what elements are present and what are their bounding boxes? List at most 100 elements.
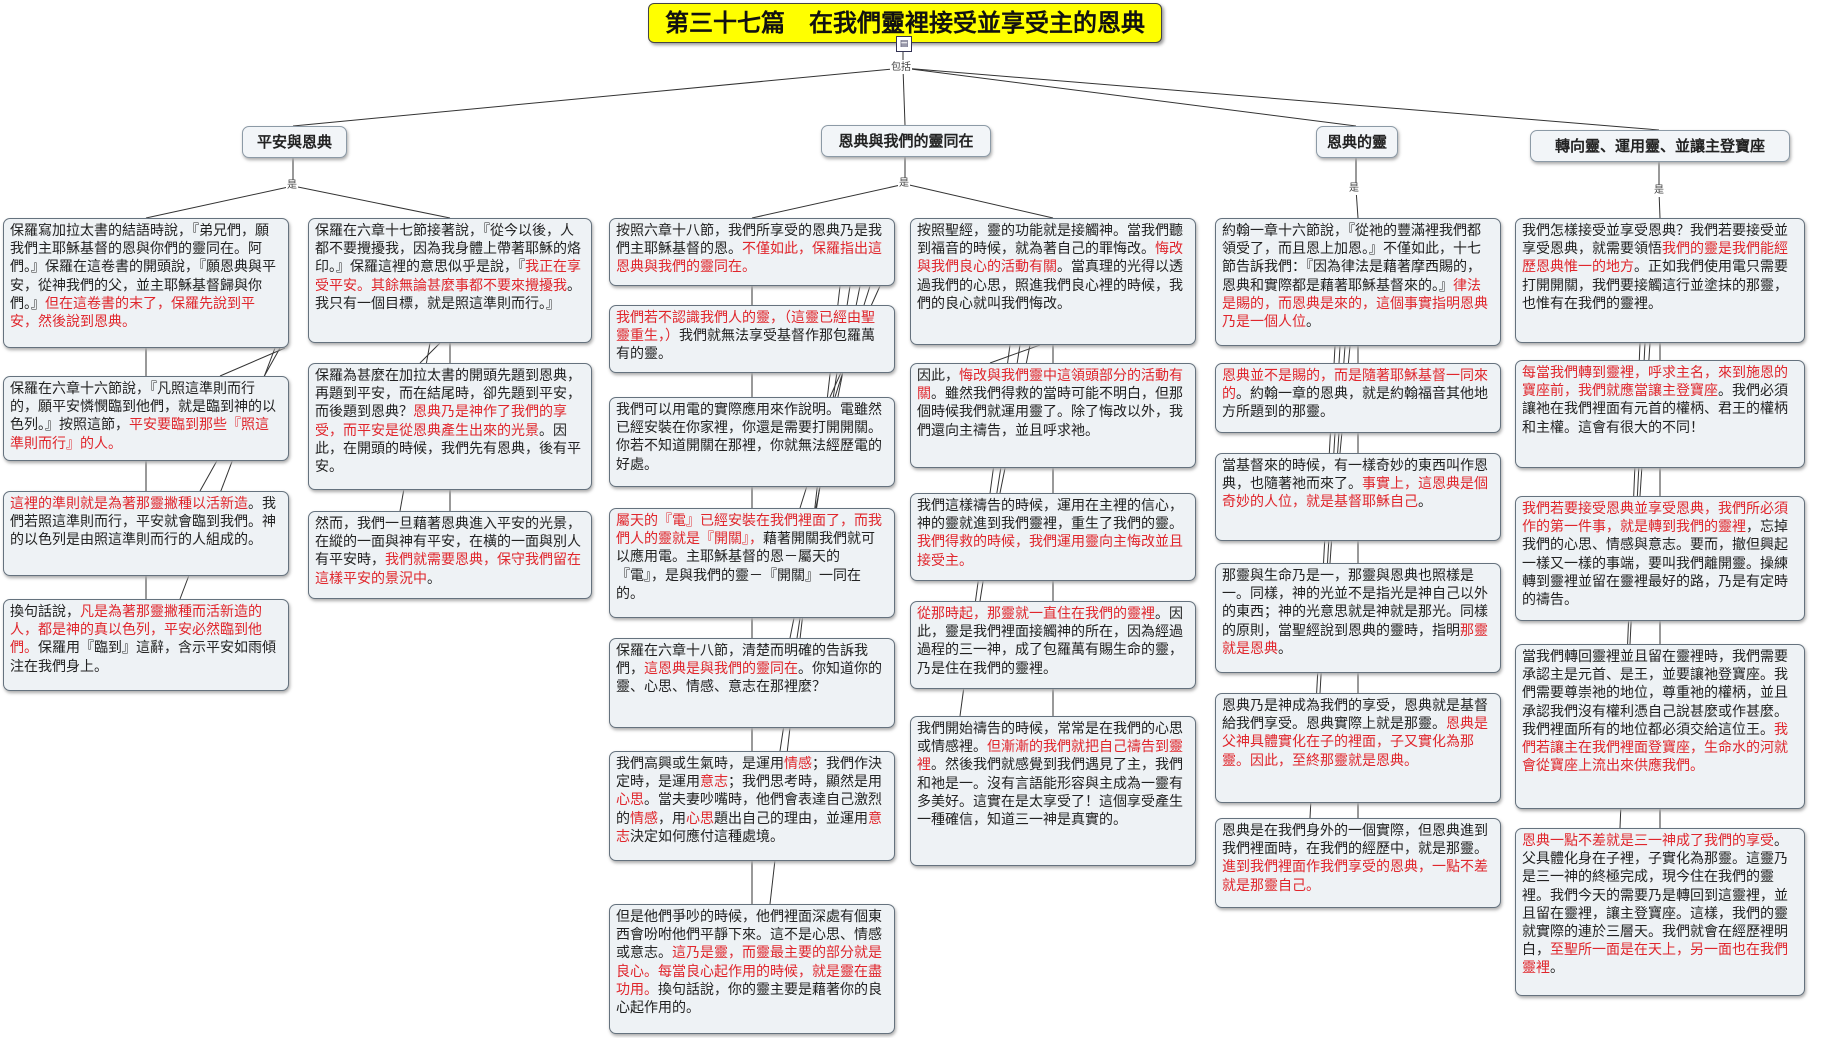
highlight-text: 悔改與我們靈中這領頭部分的活動有關	[917, 368, 1183, 403]
note-text: 。因此，靈是我們裡面接觸神的所在，因為經過過程的三一神，成了包羅萬有賜生命的靈，…	[917, 606, 1183, 677]
highlight-text: 我正在享受平安。其餘無論甚麼事都不要來攪擾我	[315, 259, 581, 294]
note-text: ，忘掉我們的心思、情感與意志。要而，撤但興起一樣又一樣的事端，要叫我們離開靈。操…	[1522, 519, 1788, 609]
note-card[interactable]: 我們這樣禱告的時候，運用在主裡的信心，神的靈就進到我們靈裡，重生了我們的靈。我們…	[910, 493, 1196, 581]
highlight-text: 心思	[686, 810, 714, 827]
note-text: 。	[1306, 314, 1320, 331]
highlight-text: 我們得救的時候，我們運用靈向主悔改並且接受主。	[917, 534, 1183, 569]
branch-grace-with-spirit[interactable]: 恩典與我們的靈同在	[821, 125, 991, 157]
note-card[interactable]: 恩典一點不差就是三一神成了我們的享受。父具體化身在子裡，子實化為那靈。這靈乃是三…	[1515, 828, 1805, 996]
highlight-text: 這恩典是與我們的靈同在	[644, 661, 798, 678]
highlight-text: 但在這卷書的末了，保羅先說到平安，然後說到恩典。	[10, 295, 255, 331]
note-text: 保羅在六章十七節接著說，『從今以後，人都不要攪擾我，因為我身體上帶著耶穌的烙印。…	[315, 223, 581, 276]
note-card[interactable]: 這裡的準則就是為著那靈撇種以活新造。我們若照這準則而行，平安就會臨到我們。神的以…	[3, 491, 289, 576]
highlight-text: 每當我們轉到靈裡，呼求主名，來到施恩的寶座前，我們就應當讓主登寶座	[1522, 365, 1788, 400]
note-card[interactable]: 按照聖經，靈的功能就是接觸神。當我們聽到福音的時候，就為著自己的罪悔改。悔改與我…	[910, 218, 1196, 345]
note-text: 因此，	[917, 368, 959, 384]
branch-spirit-of-grace[interactable]: 恩典的靈	[1316, 126, 1398, 158]
highlight-text: 我們的靈是我們能經歷恩典惟一的地方	[1522, 241, 1788, 276]
note-text: 但是他們爭吵的時候，他們裡面深處有個東西會吩咐他們平靜下來。這不是心思、情感或意…	[616, 909, 882, 962]
note-text: 然而，我們一旦藉著恩典進入平安的光景，在縱的一面與神有平安，在橫的一面與別人有平…	[315, 516, 581, 569]
highlight-text: 情感	[630, 810, 658, 827]
branch-peace-and-grace[interactable]: 平安與恩典	[242, 126, 347, 158]
note-text: 恩典是在我們身外的一個實際，但恩典進到我們裡面時，在我們的經歷中，就是那靈。	[1222, 823, 1488, 858]
note-text: 。父具體化身在子裡，子實化為那靈。這靈乃是三一神的終極完成，現今住在我們的靈裡。…	[1522, 833, 1788, 959]
link-label: 是	[1653, 185, 1665, 197]
note-text: ；我們思考時，顯然是用	[728, 774, 882, 791]
note-text: 。你知道你的靈、心思、情感、意志在那裡麼？	[616, 661, 882, 696]
note-text: 藉著開關我們就可以應用電。主耶穌基督的恩－屬天的『電』，是與我們的靈－『開關』一…	[616, 531, 875, 602]
note-text: 約翰一章十六節說，『從祂的豐滿裡我們都領受了，而且恩上加恩。』不僅如此，十七節告…	[1222, 223, 1481, 294]
note-text: 。	[1278, 640, 1292, 657]
note-text: 按照六章十八節，我們所享受的恩典乃是我們主耶穌基督的恩。	[616, 223, 882, 258]
hub-label: 包括	[890, 62, 912, 74]
highlight-text: 但漸漸的我們就把自己禱告到靈裡	[917, 739, 1183, 774]
highlight-text: 我們若不認識我們人的靈，（這靈已經由聖靈重生，）	[616, 310, 875, 345]
note-text: 我們怎樣接受並享受恩典？我們若要接受並享受恩典，就需要領悟	[1522, 223, 1788, 258]
note-card[interactable]: 恩典乃是神成為我們的享受，恩典就是基督給我們享受。恩典實際上就是那靈。恩典是父神…	[1215, 693, 1501, 803]
note-card[interactable]: 從那時起，那靈就一直住在我們的靈裡。因此，靈是我們裡面接觸神的所在，因為經過過程…	[910, 601, 1196, 689]
note-card[interactable]: 換句話說，凡是為著那靈撇種而活新造的人，都是神的真以色列，平安必然臨到他們。保羅…	[3, 599, 289, 691]
note-text: 。	[427, 570, 441, 587]
link-label: 是	[286, 180, 298, 192]
highlight-text: 我們就需要恩典，保守我們留在這樣平安的景況中	[315, 552, 581, 587]
note-text: 保羅寫加拉太書的結語時說，『弟兄們，願我們主耶穌基督的恩與你們的靈同在。阿們。』…	[10, 223, 276, 312]
note-text: 。我們必須讓祂在我們裡面有元首的權柄、君王的權柄和主權。這會有很大的不同！	[1522, 383, 1788, 436]
highlight-text: 恩典一點不差就是三一神成了我們的享受	[1522, 833, 1774, 849]
highlight-text: 恩典是父神具體實化在子的裡面，子又實化為那靈。因此，至終那靈就是恩典。	[1222, 716, 1488, 769]
highlight-text: 意志	[616, 810, 882, 845]
note-text: 。我只有一個目標，就是照這準則而行。』	[315, 277, 581, 312]
note-text: 。雖然我們得救的當時可能不明白，但那個時候我們就運用靈了。除了悔改以外，我們還向…	[917, 386, 1183, 439]
note-text: 。	[1550, 960, 1564, 977]
note-card[interactable]: 保羅在六章十六節說，『凡照這準則而行的，願平安憐憫臨到他們，就是臨到神的以色列。…	[3, 376, 289, 461]
branch-turn-to-spirit[interactable]: 轉向靈、運用靈、並讓主登寶座	[1530, 130, 1790, 162]
note-card[interactable]: 我們可以用電的實際應用來作說明。電雖然已經安裝在你家裡，你還是需要打開開關。你若…	[609, 397, 895, 487]
note-text: 保羅用『臨到』這辭，含示平安如雨傾注在我們身上。	[10, 640, 276, 675]
note-card[interactable]: 恩典是在我們身外的一個實際，但恩典進到我們裡面時，在我們的經歷中，就是那靈。進到…	[1215, 818, 1501, 908]
note-card[interactable]: 每當我們轉到靈裡，呼求主名，來到施恩的寶座前，我們就應當讓主登寶座。我們必須讓祂…	[1515, 360, 1805, 468]
highlight-text: 凡是為著那靈撇種而活新造的人，都是神的真以色列，平安必然臨到他們。	[10, 604, 262, 657]
note-card[interactable]: 我們若不認識我們人的靈，（這靈已經由聖靈重生，）我們就無法享受基督作那包羅萬有的…	[609, 305, 895, 373]
note-card[interactable]: 恩典並不是賜的，而是隨著耶穌基督一同來的。約翰一章的恩典，就是約翰福音其他地方所…	[1215, 363, 1501, 433]
topic-icon: ▤	[896, 36, 912, 52]
note-card[interactable]: 我們開始禱告的時候，常常是在我們的心思或情感裡。但漸漸的我們就把自己禱告到靈裡。…	[910, 716, 1196, 866]
note-text: 我們開始禱告的時候，常常是在我們的心思或情感裡。	[917, 721, 1183, 756]
note-card[interactable]: 當基督來的時候，有一樣奇妙的東西叫作恩典，也隨著祂而來了。事實上，這恩典是個奇妙…	[1215, 453, 1501, 541]
note-card[interactable]: 我們若要接受恩典並享受恩典，我們所必須作的第一件事，就是轉到我們的靈裡，忘掉我們…	[1515, 496, 1805, 621]
note-card[interactable]: 保羅在六章十七節接著說，『從今以後，人都不要攪擾我，因為我身體上帶著耶穌的烙印。…	[308, 218, 592, 343]
note-text: ；我們作決定時，是運用	[616, 756, 882, 791]
highlight-text: 那靈就是恩典	[1222, 622, 1488, 657]
note-card[interactable]: 因此，悔改與我們靈中這領頭部分的活動有關。雖然我們得救的當時可能不明白，但那個時…	[910, 363, 1196, 468]
highlight-text: 屬天的『電』已經安裝在我們裡面了，而我們人的靈就是『開關』，	[616, 513, 882, 548]
note-card[interactable]: 但是他們爭吵的時候，他們裡面深處有個東西會吩咐他們平靜下來。這不是心思、情感或意…	[609, 904, 895, 1034]
highlight-text: 恩典並不是賜的，而是隨著耶穌基督一同來的	[1222, 368, 1488, 403]
note-card[interactable]: 我們怎樣接受並享受恩典？我們若要接受並享受恩典，就需要領悟我們的靈是我們能經歷恩…	[1515, 218, 1805, 343]
note-card[interactable]: 當我們轉回靈裡並且留在靈裡時，我們需要承認主是元首、是王，並要讓祂登寶座。我們需…	[1515, 644, 1805, 809]
note-card[interactable]: 按照六章十八節，我們所享受的恩典乃是我們主耶穌基督的恩。不僅如此，保羅指出這恩典…	[609, 218, 895, 286]
highlight-text: 悔改與我們良心的活動有關	[917, 241, 1183, 276]
note-card[interactable]: 約翰一章十六節說，『從祂的豐滿裡我們都領受了，而且恩上加恩。』不僅如此，十七節告…	[1215, 218, 1501, 346]
note-text: 當基督來的時候，有一樣奇妙的東西叫作恩典，也隨著祂而來了。	[1222, 458, 1488, 493]
note-card[interactable]: 保羅在六章十八節，清楚而明確的告訴我們，這恩典是與我們的靈同在。你知道你的靈、心…	[609, 638, 895, 728]
note-card[interactable]: 我們高興或生氣時，是運用情感；我們作決定時，是運用意志；我們思考時，顯然是用心思…	[609, 751, 895, 861]
note-card[interactable]: 保羅寫加拉太書的結語時說，『弟兄們，願我們主耶穌基督的恩與你們的靈同在。阿們。』…	[3, 218, 289, 348]
highlight-text: 進到我們裡面作我們享受的恩典，一點不差就是那靈自己。	[1222, 859, 1488, 894]
note-text: 按照聖經，靈的功能就是接觸神。當我們聽到福音的時候，就為著自己的罪悔改。	[917, 223, 1183, 258]
note-card[interactable]: 屬天的『電』已經安裝在我們裡面了，而我們人的靈就是『開關』，藉著開關我們就可以應…	[609, 508, 895, 618]
note-text: 決定如何應付這種處境。	[630, 828, 784, 845]
note-text: 當我們轉回靈裡並且留在靈裡時，我們需要承認主是元首、是王，並要讓祂登寶座。我們需…	[1522, 649, 1788, 738]
note-text: 換句話說，你的靈主要是藉著你的良心起作用的。	[616, 981, 882, 1017]
note-text: 。正如我們使用電只需要打開開關，我們要接觸這行並塗抹的那靈，也惟有在我們的靈裡。	[1522, 259, 1788, 312]
link-label: 是	[898, 178, 910, 190]
highlight-text: 至聖所一面是在天上，另一面也在我們靈裡	[1522, 942, 1788, 977]
note-card[interactable]: 那靈與生命乃是一，那靈與恩典也照樣是一。同樣，神的光並不是指光是神自己以外的東西…	[1215, 563, 1501, 673]
highlight-text: 這裡的準則就是為著那靈撇種以活新造	[10, 496, 248, 512]
note-card[interactable]: 然而，我們一旦藉著恩典進入平安的光景，在縱的一面與神有平安，在橫的一面與別人有平…	[308, 511, 592, 599]
note-text: 換句話說，	[10, 604, 80, 620]
note-card[interactable]: 保羅為甚麼在加拉太書的開頭先題到恩典，再題到平安，而在結尾時，卻先題到平安，而後…	[308, 363, 592, 490]
note-text: 保羅在六章十八節，清楚而明確的告訴我們，	[616, 643, 868, 678]
highlight-text: 這乃是靈，而靈最主要的部分就是良心。每當良心起作用的時候，就是靈在盡功用。	[616, 945, 882, 998]
highlight-text: 恩典乃是神作了我們的享受，而平安是從恩典產生出來的光景	[315, 404, 567, 439]
note-text: 。因此，在開頭的時候，我們先有恩典，後有平安。	[315, 422, 581, 476]
note-text: 保羅在六章十六節說，『凡照這準則而行的，願平安憐憫臨到他們，就是臨到神的以色列。…	[10, 381, 276, 434]
highlight-text: 事實上，這恩典是個奇妙的人位，就是基督耶穌自己	[1222, 476, 1488, 511]
